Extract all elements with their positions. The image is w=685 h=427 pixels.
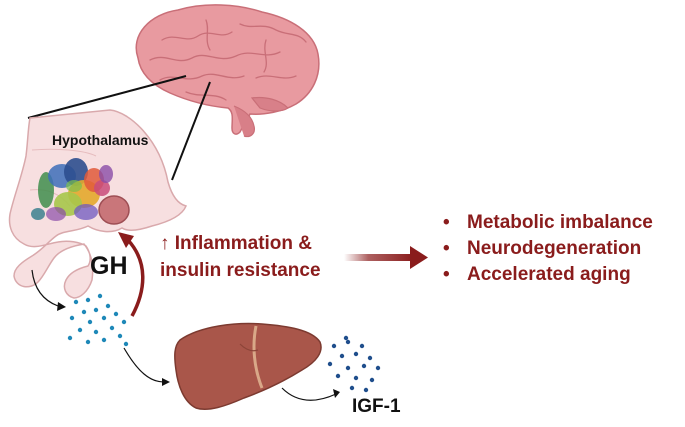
bullet-icon: •: [443, 212, 450, 233]
flow-arrows: [31, 269, 337, 401]
outcome-list: •Metabolic imbalance •Neurodegeneration …: [443, 210, 653, 288]
outcome-arrow-shaft: [344, 254, 414, 261]
igf1-label: IGF-1: [352, 396, 401, 417]
mechanism-line-2: insulin resistance: [160, 260, 321, 281]
gh-release-arrow: [31, 269, 59, 307]
outcome-label: Metabolic imbalance: [467, 212, 653, 233]
zoom-line-left: [27, 75, 187, 119]
bullet-icon: •: [443, 238, 450, 259]
mechanism-text: ↑ Inflammation & insulin resistance: [160, 230, 321, 284]
zoom-line-right: [171, 81, 211, 181]
mechanism-line-1: ↑ Inflammation &: [160, 233, 313, 254]
outcome-arrow-head: [410, 246, 428, 269]
outcome-item: • Accelerated aging: [443, 262, 653, 288]
hypothalamus-illustration: [8, 109, 188, 299]
gh-molecules: [67, 293, 129, 347]
outcome-label: Accelerated aging: [467, 264, 631, 285]
outcome-item: • Neurodegeneration: [443, 236, 653, 262]
feedback-arrow: [126, 238, 145, 317]
bullet-icon: •: [443, 264, 450, 285]
brain-illustration: [135, 4, 320, 138]
hypothalamus-label: Hypothalamus: [52, 132, 149, 148]
liver-to-igf-arrow: [281, 387, 337, 401]
liver-illustration: [174, 322, 322, 410]
outcome-item: • Metabolic imbalance: [443, 210, 653, 236]
gh-to-liver-arrow: [123, 347, 165, 383]
outcome-label: Neurodegeneration: [467, 238, 642, 259]
gh-label: GH: [90, 252, 128, 280]
igf1-molecules: [327, 335, 381, 393]
